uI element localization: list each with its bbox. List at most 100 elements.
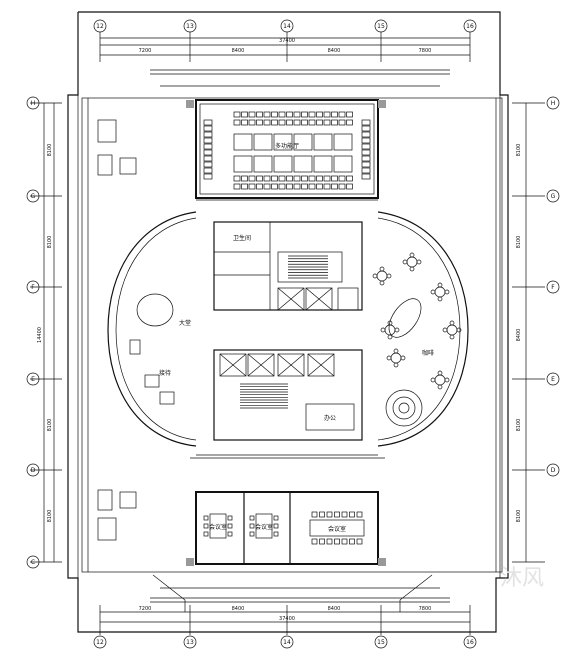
auditorium-seat [316,111,323,118]
cafe-chair [402,259,408,265]
axis-label-top-13: 13 [186,23,194,30]
axis-label-right-H: H [551,100,556,107]
auditorium-seat [331,111,338,118]
cafe-chair [437,370,443,376]
meeting-chair [227,531,233,537]
axis-label-top-14: 14 [283,23,291,30]
auditorium-side-seat [203,155,213,162]
bottom-dim-2: 8400 [232,606,245,612]
axis-label-left-H: H [31,100,36,107]
equipment-symbols [97,119,137,541]
cafe-chair [442,327,448,333]
auditorium-table [293,133,313,151]
right-dim-2: 8100 [516,236,522,249]
bottom-total-dim: 37400 [279,616,295,622]
meeting-chair [203,515,209,521]
auditorium-side-seat [361,173,371,180]
top-dim-4: 7800 [419,48,432,54]
auditorium-seat [286,183,293,190]
cafe-chair [379,266,385,272]
auditorium-seat [346,183,353,190]
auditorium-table [333,155,353,173]
cafe-table [390,352,402,364]
cafe-chair [456,327,462,333]
toilet-label: 卫生间 [233,234,251,242]
meeting-chair [326,511,333,518]
auditorium-seat [241,175,248,182]
auditorium-seat [263,111,271,118]
auditorium-table [253,133,273,151]
auditorium-seat [256,175,263,182]
meeting-chair [249,523,255,529]
cafe-chair [393,348,399,354]
cafe-chair [380,327,386,333]
auditorium-table [313,133,333,151]
cafe-chair [386,355,392,361]
auditorium-seat [346,175,353,182]
cafe-chair [386,273,392,279]
auditorium-seat [323,119,331,126]
auditorium-seat [301,183,308,190]
auditorium-seat [323,175,331,182]
left-lounge: 大堂 接待 [129,293,191,405]
meeting-chair [319,511,325,518]
cafe-chair [449,320,455,326]
auditorium-table [313,155,333,173]
axis-label-top-12: 12 [96,23,104,30]
auditorium-seat [278,183,286,190]
cafe-chair [444,377,450,383]
meeting-chair [203,531,209,537]
axis-label-bottom-16: 16 [466,639,474,646]
auditorium-side-seat [361,131,371,138]
cafe-chair [430,377,436,383]
auditorium-seat [346,111,353,118]
meeting-chair [334,511,340,518]
cafe-chair [409,266,415,272]
axis-bubble-top-13 [183,19,197,33]
auditorium-seat [248,111,256,118]
meeting-room-1-label: 会议室 [209,523,227,531]
axis-label-left-E: E [31,376,35,383]
auditorium-seat [331,183,338,190]
axis-label-right-E: E [551,376,555,383]
left-dim-5: 8100 [47,510,53,523]
meeting-chair [249,515,255,521]
site-boundary [67,11,509,633]
meeting-chair [311,538,318,545]
cafe-chair [416,259,422,265]
auditorium-seat [286,119,293,126]
auditorium-seat [323,183,331,190]
cafe-chair [387,320,393,326]
meeting-chair [311,511,318,518]
axis-label-bottom-15: 15 [377,639,385,646]
axis-label-left-D: D [31,467,36,474]
auditorium-seat [293,119,301,126]
meeting-room-2-label: 会议室 [255,523,273,531]
auditorium-seat [338,183,346,190]
meeting-chair [341,538,348,545]
auditorium-seat [316,175,323,182]
cafe-chair [393,362,399,368]
meeting-chair [326,538,333,545]
auditorium-seat [233,183,241,190]
tree-row-bottom [150,587,450,603]
axis-label-left-F: F [31,284,35,291]
meeting-chair [273,531,279,537]
meeting-chair [356,538,363,545]
cafe-table [376,270,388,282]
axis-bubble-top-12 [93,19,107,33]
left-dim-4: 8100 [47,419,53,432]
auditorium-table [333,133,353,151]
auditorium-seat [323,111,331,118]
corner-diagonals [152,574,433,612]
right-axis-grid: H G F E D 8100 8100 8400 8100 8100 [512,96,560,563]
auditorium-seat [331,119,338,126]
auditorium-seat [233,119,241,126]
top-dim-3: 8400 [328,48,341,54]
cafe-chair [400,355,406,361]
auditorium-seat [241,183,248,190]
auditorium-table [253,155,273,173]
auditorium-seat [286,111,293,118]
cafe-chair [387,334,393,340]
auditorium-seat [346,119,353,126]
